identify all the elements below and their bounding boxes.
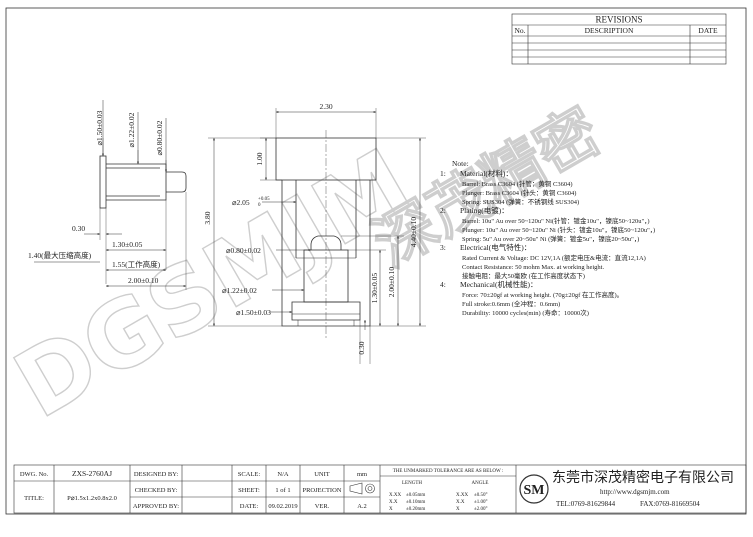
svg-text:X.X: X.X [389,500,398,505]
dim-380: 3.80 [203,211,212,224]
dim-230: 2.30 [319,102,332,111]
projection-symbol-icon [349,482,375,495]
unit-label: UNIT [314,471,330,478]
svg-text:X.X: X.X [456,500,465,505]
svg-text:X: X [389,507,393,512]
date-value: 09.02.2019 [268,503,297,510]
sheet-border [5,7,747,515]
note-barrel-plating: Barrel: 10u" Au over 50~120u" Ni(针管：镀金10… [462,216,650,225]
tolerance-angle-label: ANGLE [472,481,489,486]
dim-dia-080-side: ⌀0.80±0.02 [155,120,164,155]
section-view-dimensions [208,108,426,364]
note-electrical: Electrical(电气特性)： [460,242,531,252]
note-4-index: 4: [440,280,446,289]
note-spring-material: Spring: SUS304 (弹簧：不锈钢线 SUS304) [462,197,579,206]
company-logo-text: SM [524,483,545,498]
notes-heading: Note: [452,159,469,168]
dim-030-section: 0.30 [357,341,366,354]
dim-dia-122-side: ⌀1.22±0.02 [127,112,136,147]
checked-by-label: CHECKED BY: [135,487,178,494]
dim-130-section: 1.30±0.05 [370,273,379,304]
dim-dia-122-section: ⌀1.22±0.02 [222,286,257,295]
title-block [13,464,747,514]
svg-text:X: X [456,507,460,512]
note-mechanical: Mechanical(机械性能)： [460,279,537,289]
svg-text:±1.00°: ±1.00° [474,500,488,505]
title-label: TITLE: [24,495,44,502]
revisions-col-date: DATE [698,26,718,35]
revisions-col-no: No. [514,26,525,35]
svg-text:±0.05mm: ±0.05mm [406,493,425,498]
note-plunger-plating: Plunger: 10u" Au over 50~120u" Ni (针头：镀金… [462,225,655,234]
svg-text:±0.10mm: ±0.10mm [406,500,425,505]
dim-dia-205: ⌀2.05 [232,198,250,207]
dim-200-section: 2.00±0.10 [387,267,396,298]
scale-value: N/A [277,471,289,478]
svg-text:X.XX: X.XX [456,493,468,498]
dim-100: 1.00 [255,152,264,165]
dim-155-side: 1.55(工作高度) [112,259,161,269]
note-barrel-material: Barrel: Brass C3604 (针管：黄铜 C3604) [462,179,573,188]
company-logo-icon: SM [519,474,549,504]
approved-by-label: APPROVED BY: [133,503,179,510]
title-value: P⌀1.5x1.2x0.8x2.0 [67,495,117,502]
note-material: Material(材料)： [460,168,513,178]
dim-030-side: 0.30 [72,224,85,233]
svg-text:X.XX: X.XX [389,493,401,498]
dwg-no-label: DWG. No. [20,471,49,478]
side-view-dimensions [34,100,187,287]
dim-200-side: 2.00±0.10 [128,276,159,285]
sheet-label: SHEET: [238,487,260,494]
ver-label: VER. [315,503,330,510]
note-stroke: Full stroke:0.6mm (全冲程：0.6mm) [462,299,560,308]
notes: Note: 1: Material(材料)： Barrel: Brass C36… [440,159,655,317]
revisions-table [511,13,727,65]
dim-130-side: 1.30±0.05 [112,240,143,249]
dim-140-side: 1.40(最大压缩高度) [28,250,92,260]
revisions-col-description: DESCRIPTION [585,26,634,35]
dim-dia-080-section: ⌀0.80±0.02 [226,246,261,255]
note-1-index: 1: [440,169,446,178]
scale-label: SCALE: [238,471,261,478]
note-plunger-material: Plunger: Brass C3604 (针头：黄铜 C3604) [462,188,576,197]
company-website: http://www.dgsmjm.com [600,488,670,496]
note-3-index: 3: [440,243,446,252]
tolerance-length-label: LENGTH [402,481,422,486]
ver-value: A.2 [357,503,367,510]
note-rated: Rated Current & Voltage: DC 12V,1A (额定电压… [462,253,646,262]
date-label: DATE: [240,503,259,510]
tolerance-rows: X.XX ±0.05mm X.XX ±0.50° X.X ±0.10mm X.X… [389,493,488,512]
dim-dia-205-tol-lower: 0 [258,203,261,208]
sheet-value: 1 of 1 [275,487,290,494]
unit-value: mm [357,471,367,478]
dim-dia-205-tol-upper: +0.05 [258,197,270,202]
dim-dia-150-section: ⌀1.50±0.03 [236,308,271,317]
note-2-index: 2: [440,206,446,215]
note-contact: Contact Resistance: 50 mohm Max. at work… [462,264,604,271]
svg-text:±2.00°: ±2.00° [474,507,488,512]
designed-by-label: DESIGNED BY: [134,471,179,478]
tolerance-heading: THE UNMARKED TOLERANCE ARE AS BELOW : [393,469,504,474]
company-fax: FAX:0769-81669504 [640,500,700,508]
note-force: Force: 70±20gf at working height. (70g±2… [462,290,623,299]
note-contact-cn: 接触电阻：最大50毫欧 (在工作高度状态下) [462,271,585,280]
note-plating: Plating(电镀)： [460,205,509,215]
projection-label: PROJECTION [302,487,341,494]
dwg-no: ZXS-2760AJ [72,469,112,478]
company-name: 东莞市深茂精密电子有限公司 [552,469,734,486]
note-durability: Durability: 10000 cycles(min) (寿命：10000次… [462,308,589,317]
dim-dia-150-side: ⌀1.50±0.03 [95,110,104,145]
revisions-title: REVISIONS [595,15,642,25]
dim-440: 4.40±0.10 [409,217,418,248]
note-spring-plating: Spring: 5u" Au over 20~50u" Ni (弹簧：镀金5u"… [462,234,639,243]
svg-text:±0.50°: ±0.50° [474,493,488,498]
company-tel: TEL:0769-81629844 [556,500,616,508]
svg-text:±0.20mm: ±0.20mm [406,507,425,512]
